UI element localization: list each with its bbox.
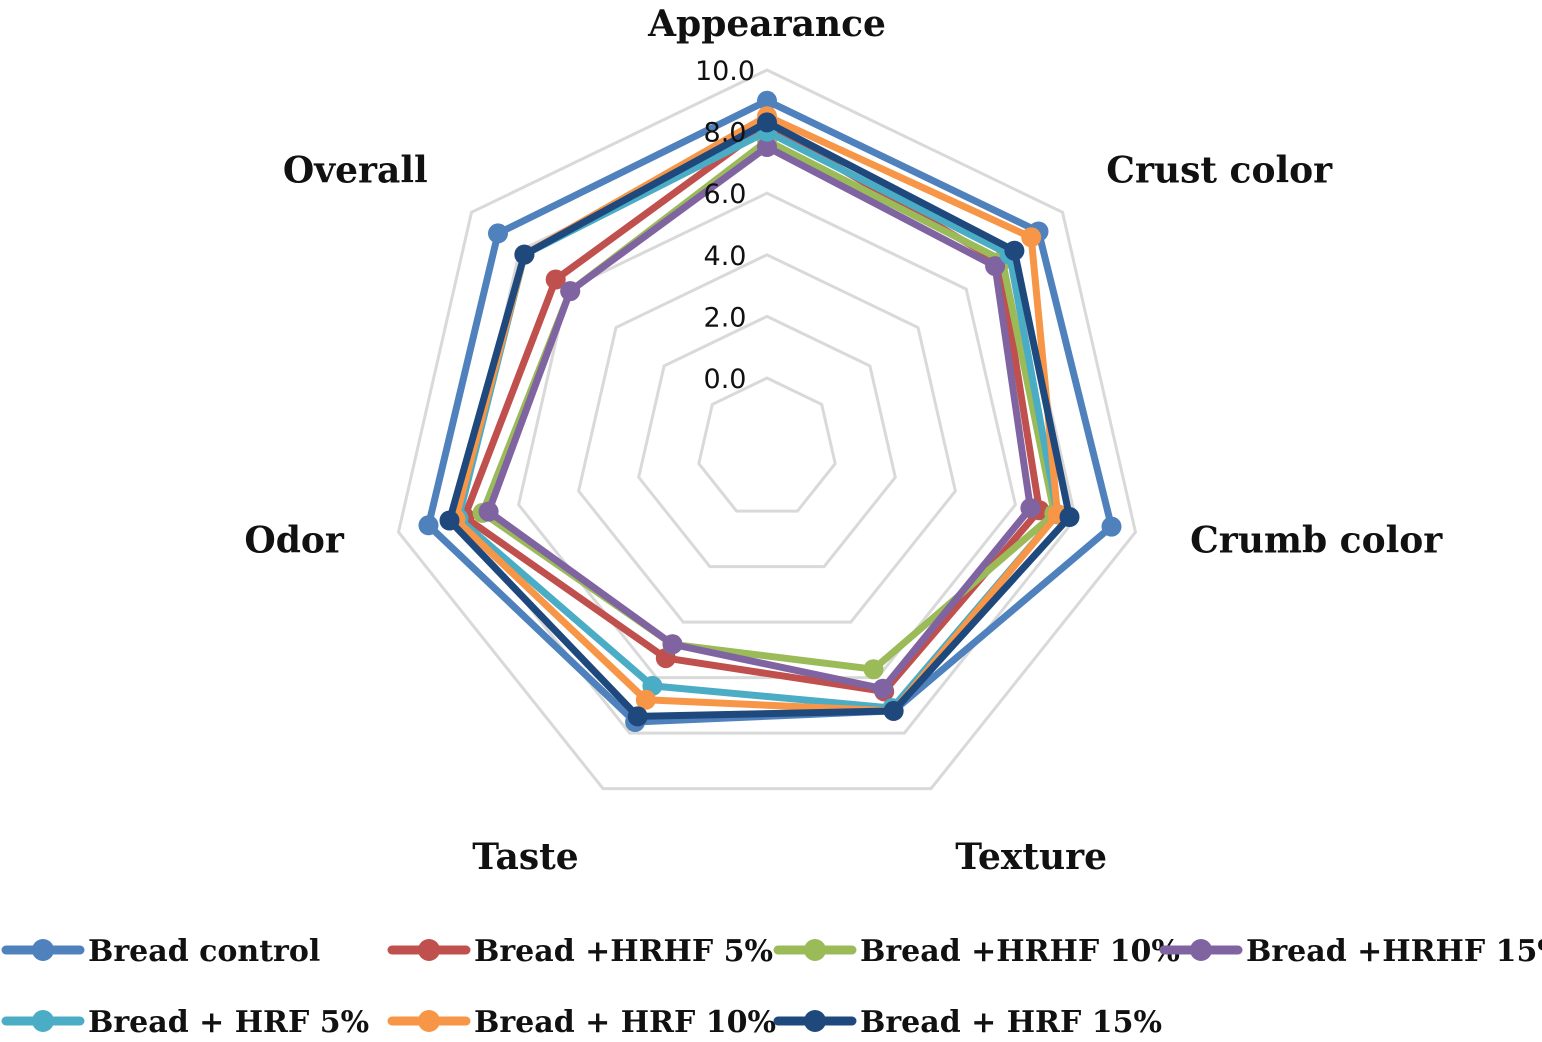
legend-item: Bread +HRHF 10% bbox=[773, 934, 1180, 969]
legend: Bread control Bread +HRHF 5% Bread +HRHF 1… bbox=[1, 934, 1542, 1040]
series-line bbox=[446, 118, 1073, 720]
data-point bbox=[488, 223, 508, 244]
data-point bbox=[635, 689, 656, 710]
legend-label: Bread +HRHF 5% bbox=[474, 934, 773, 969]
grid-ring-2.0 bbox=[637, 314, 897, 569]
tick-label: 2.0 bbox=[704, 302, 747, 333]
data-point bbox=[418, 515, 439, 536]
legend-item: Bread + HRF 10% bbox=[387, 1005, 776, 1040]
radar-series-group bbox=[418, 90, 1122, 732]
data-point bbox=[757, 112, 777, 133]
grid-ring-10.0 bbox=[396, 68, 1138, 791]
legend-item: Bread control bbox=[1, 934, 320, 969]
radial-tick-labels: 0.0 2.0 4.0 6.0 8.0 10.0 bbox=[695, 56, 755, 395]
data-point bbox=[863, 659, 884, 680]
grid-ring-0.0 bbox=[697, 376, 837, 513]
data-point bbox=[1021, 227, 1042, 248]
tick-label: 8.0 bbox=[704, 118, 747, 149]
legend-marker bbox=[418, 939, 440, 961]
data-point bbox=[514, 244, 535, 265]
data-point bbox=[662, 634, 683, 655]
data-point bbox=[478, 501, 499, 522]
legend-label: Bread + HRF 10% bbox=[474, 1005, 776, 1040]
series-7 bbox=[439, 112, 1080, 727]
legend-label: Bread + HRF 5% bbox=[88, 1005, 369, 1040]
legend-item: Bread +HRHF 5% bbox=[387, 934, 773, 969]
axis-label: Taste bbox=[472, 836, 578, 878]
axis-label: Texture bbox=[955, 836, 1107, 878]
data-point bbox=[627, 706, 648, 727]
legend-item: Bread + HRF 15% bbox=[773, 1005, 1162, 1040]
tick-label: 6.0 bbox=[704, 179, 747, 210]
data-point bbox=[545, 269, 566, 290]
legend-label: Bread control bbox=[88, 934, 320, 969]
legend-marker bbox=[1190, 939, 1212, 961]
axis-label: Crust color bbox=[1106, 149, 1333, 191]
data-point bbox=[757, 137, 777, 157]
data-point bbox=[757, 90, 777, 111]
legend-marker bbox=[418, 1010, 440, 1032]
tick-label: 10.0 bbox=[695, 56, 755, 87]
data-point bbox=[1101, 516, 1122, 537]
series-line bbox=[485, 143, 1034, 693]
legend-marker bbox=[804, 1010, 826, 1032]
series-line bbox=[461, 121, 1043, 695]
axis-label: Odor bbox=[244, 520, 345, 562]
data-point bbox=[985, 256, 1006, 277]
legend-label: Bread +HRHF 15% bbox=[1246, 934, 1542, 969]
tick-label: 0.0 bbox=[704, 364, 747, 395]
data-point bbox=[560, 281, 581, 302]
data-point bbox=[1020, 498, 1041, 519]
axis-label: Appearance bbox=[647, 3, 886, 45]
axis-label: Crumb color bbox=[1190, 520, 1443, 562]
legend-item: Bread + HRF 5% bbox=[1, 1005, 369, 1040]
legend-marker bbox=[32, 1010, 54, 1032]
legend-marker bbox=[32, 939, 54, 961]
data-point bbox=[872, 678, 893, 699]
data-point bbox=[439, 510, 460, 531]
legend-item: Bread +HRHF 15% bbox=[1159, 934, 1542, 969]
data-point bbox=[1004, 240, 1025, 261]
series-4 bbox=[478, 137, 1041, 699]
data-point bbox=[883, 700, 904, 721]
grid-ring-4.0 bbox=[576, 253, 958, 624]
axis-label: Overall bbox=[283, 149, 428, 191]
legend-label: Bread +HRHF 10% bbox=[860, 934, 1180, 969]
legend-marker bbox=[804, 939, 826, 961]
tick-label: 4.0 bbox=[704, 241, 747, 272]
data-point bbox=[1059, 507, 1080, 527]
legend-label: Bread + HRF 15% bbox=[860, 1005, 1162, 1040]
